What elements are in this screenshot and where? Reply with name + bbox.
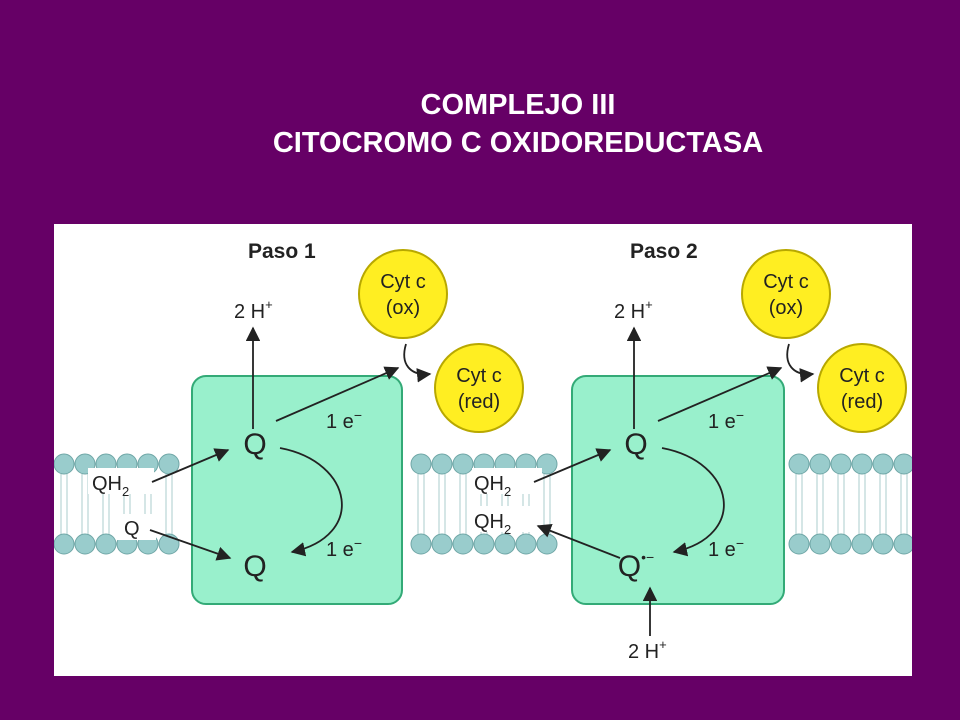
qh2-to-q-arrow-2	[533, 448, 612, 483]
step-1: Paso 1 Cyt c (ox) Cyt c (red) 2 H+ Q Q 1…	[92, 240, 524, 605]
proton-label-2: 2 H+	[614, 297, 653, 323]
step-1-label: Paso 1	[248, 240, 316, 263]
lipid-head	[452, 533, 474, 555]
title-line-1: COMPLEJO III	[420, 89, 616, 121]
lipid-head	[515, 533, 537, 555]
cyt-c-red-1: Cyt c (red)	[434, 343, 524, 433]
lipid-head	[536, 533, 558, 555]
cyt-c-ox-label: Cyt c	[380, 271, 426, 293]
electron-transfer-arrow-1	[275, 366, 400, 422]
cyt-c-ox-circle	[741, 249, 831, 339]
electron-cycle-arrow-1	[279, 447, 343, 557]
electron-top-1: 1 e−	[326, 407, 362, 433]
electron-bottom-2: 1 e−	[708, 535, 744, 561]
complex-iii-box-1	[191, 375, 403, 605]
lipid-head	[830, 533, 852, 555]
cyt-c-red-label: Cyt c	[839, 365, 885, 387]
lipid-head	[95, 533, 117, 555]
cyt-c-ox-state: (ox)	[769, 297, 803, 319]
qh2-label-2b: QH2	[474, 511, 511, 537]
step-2-label: Paso 2	[630, 240, 698, 263]
lipid-head	[410, 453, 432, 475]
cyt-c-ox-1: Cyt c (ox)	[358, 249, 448, 339]
q-bottom-2: Q•−	[618, 549, 654, 583]
lipid-head	[809, 453, 831, 475]
lipid-head	[893, 533, 912, 555]
cyt-c-ox-label: Cyt c	[763, 271, 809, 293]
lipid-head	[54, 533, 75, 555]
lipid-head	[452, 453, 474, 475]
lipid-head	[830, 453, 852, 475]
lipid-head	[494, 533, 516, 555]
qh2-label-box-2a	[472, 468, 542, 494]
lipid-head	[893, 453, 912, 475]
lipid-head	[788, 453, 810, 475]
reduction-arrow-1	[403, 343, 432, 383]
cyt-c-ox-state: (ox)	[386, 297, 420, 319]
q-label-box	[116, 514, 156, 540]
lipid-head	[431, 533, 453, 555]
lipid-head	[54, 453, 75, 475]
cyt-c-ox-circle	[358, 249, 448, 339]
electron-transfer-arrow-2	[657, 366, 783, 422]
electron-cycle-arrow-2	[661, 447, 725, 557]
cyt-c-red-state: (red)	[841, 391, 883, 413]
cyt-c-ox-2: Cyt c (ox)	[741, 249, 831, 339]
cyt-c-red-state: (red)	[458, 391, 500, 413]
cyt-c-red-circle	[817, 343, 907, 433]
electron-bottom-1: 1 e−	[326, 535, 362, 561]
lipid-head	[473, 533, 495, 555]
q-top-2: Q	[624, 428, 647, 461]
qh2-label-2a: QH2	[474, 473, 511, 499]
proton-label-1: 2 H+	[234, 297, 273, 323]
slide-title: COMPLEJO III CITOCROMO C OXIDOREDUCTASA	[0, 86, 960, 162]
q-top-1: Q	[243, 428, 266, 461]
step-2: Paso 2 Cyt c (ox) Cyt c (red) 2 H+ Q Q•−…	[474, 240, 907, 663]
lipid-head	[788, 533, 810, 555]
complex-iii-diagram: Paso 1 Cyt c (ox) Cyt c (red) 2 H+ Q Q 1…	[54, 240, 912, 663]
lipid-head	[410, 533, 432, 555]
lipid-head	[431, 453, 453, 475]
qh2-label-box-2b	[472, 506, 542, 532]
cyt-c-red-2: Cyt c (red)	[817, 343, 907, 433]
cyt-c-red-circle	[434, 343, 524, 433]
reduction-arrow-2	[786, 343, 815, 383]
cyt-c-red-label: Cyt c	[456, 365, 502, 387]
q-bottom-1: Q	[243, 550, 266, 583]
lipid-head	[809, 533, 831, 555]
lipid-head	[74, 533, 96, 555]
proton-label-bottom-2: 2 H+	[628, 637, 667, 663]
q-membrane-label-1: Q	[124, 518, 140, 540]
lipid-head	[851, 533, 873, 555]
title-line-2: CITOCROMO C OXIDOREDUCTASA	[272, 127, 764, 159]
lipid-head	[872, 453, 894, 475]
qh2-label-1: QH2	[92, 473, 129, 499]
q-to-q-arrow-1	[149, 529, 232, 561]
qh2-to-q-arrow-1	[151, 448, 230, 483]
lipid-head	[851, 453, 873, 475]
complex-iii-box-2	[571, 375, 785, 605]
q-to-qh2-arrow-2	[536, 524, 621, 559]
diagram-panel: Paso 1 Cyt c (ox) Cyt c (red) 2 H+ Q Q 1…	[54, 224, 912, 676]
electron-top-2: 1 e−	[708, 407, 744, 433]
lipid-head	[872, 533, 894, 555]
qh2-label-box	[88, 468, 154, 494]
